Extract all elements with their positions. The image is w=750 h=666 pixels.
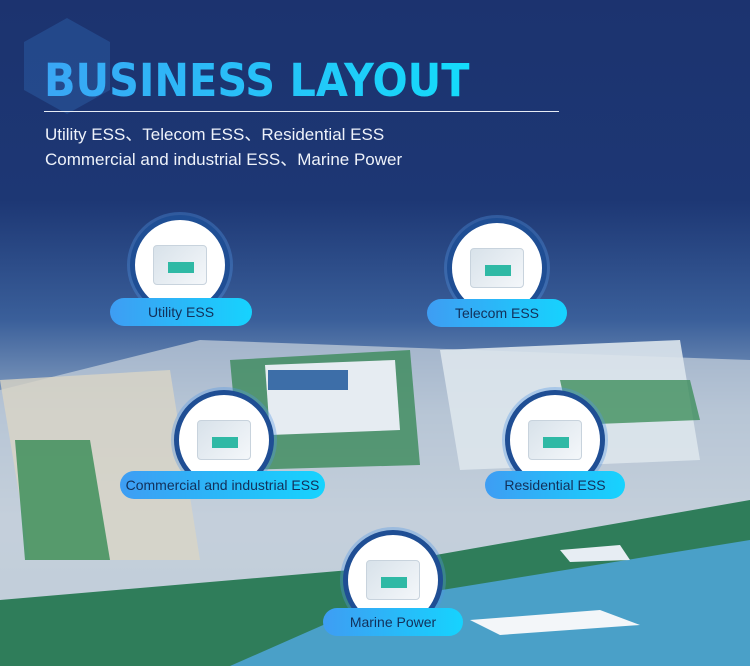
page-title: BUSINESS LAYOUT xyxy=(44,54,470,107)
divider xyxy=(44,111,559,112)
marine-power-label[interactable]: Marine Power xyxy=(323,608,463,636)
subtitle-line-2: Commercial and industrial ESS、Marine Pow… xyxy=(45,150,403,169)
utility-ess-label[interactable]: Utility ESS xyxy=(110,298,252,326)
residential-ess-label[interactable]: Residential ESS xyxy=(485,471,625,499)
commercial-industrial-ess-label[interactable]: Commercial and industrial ESS xyxy=(120,471,325,499)
subtitle-line-1: Utility ESS、Telecom ESS、Residential ESS xyxy=(45,125,385,144)
telecom-ess-label[interactable]: Telecom ESS xyxy=(427,299,567,327)
